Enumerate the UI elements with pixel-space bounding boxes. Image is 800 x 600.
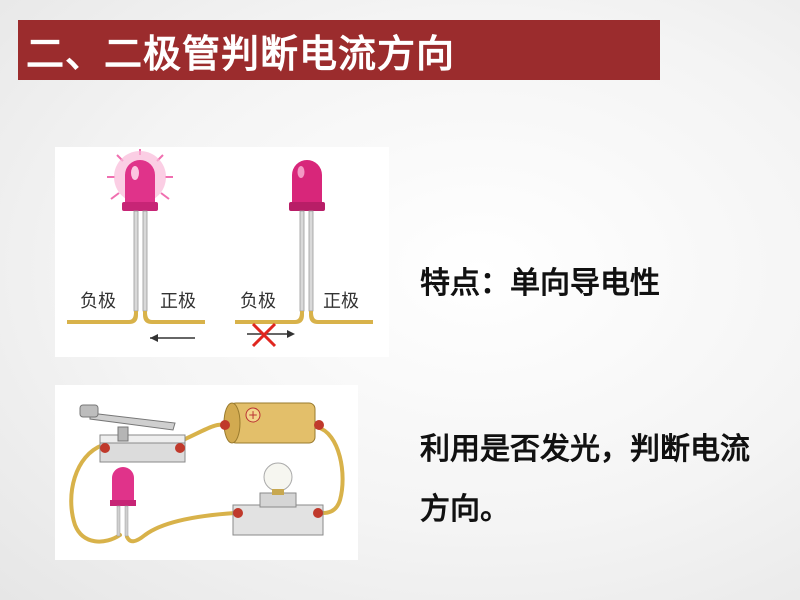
method-text: 利用是否发光，判断电流方向。 — [420, 432, 750, 527]
led-circuit-diagram: + — [69, 402, 345, 544]
battery-icon: + — [220, 402, 324, 444]
left-positive-label: 正极 — [160, 291, 196, 312]
slide-title: 二、二极管判断电流方向 — [26, 31, 456, 76]
title-bar: 二、二极管判断电流方向 — [18, 20, 660, 80]
left-negative-label: 负极 — [80, 291, 116, 312]
led-circuit-figure: + — [55, 385, 358, 560]
bulb-icon — [232, 462, 324, 536]
blocked-arrow-icon — [247, 322, 295, 348]
current-arrow-icon — [150, 334, 195, 342]
unlit-led-icon — [289, 160, 325, 211]
switch-icon — [79, 404, 186, 463]
right-positive-label: 正极 — [323, 291, 359, 312]
feature-text: 特点：单向导电性 — [420, 266, 660, 301]
right-negative-label: 负极 — [240, 291, 276, 312]
led-polarity-diagram: 负极 正极 负极 正极 — [67, 149, 373, 348]
circuit-led-icon — [110, 467, 136, 537]
lit-led-icon — [107, 149, 173, 211]
svg-text:+: + — [248, 408, 258, 422]
led-polarity-figure: 负极 正极 负极 正极 — [55, 147, 389, 357]
